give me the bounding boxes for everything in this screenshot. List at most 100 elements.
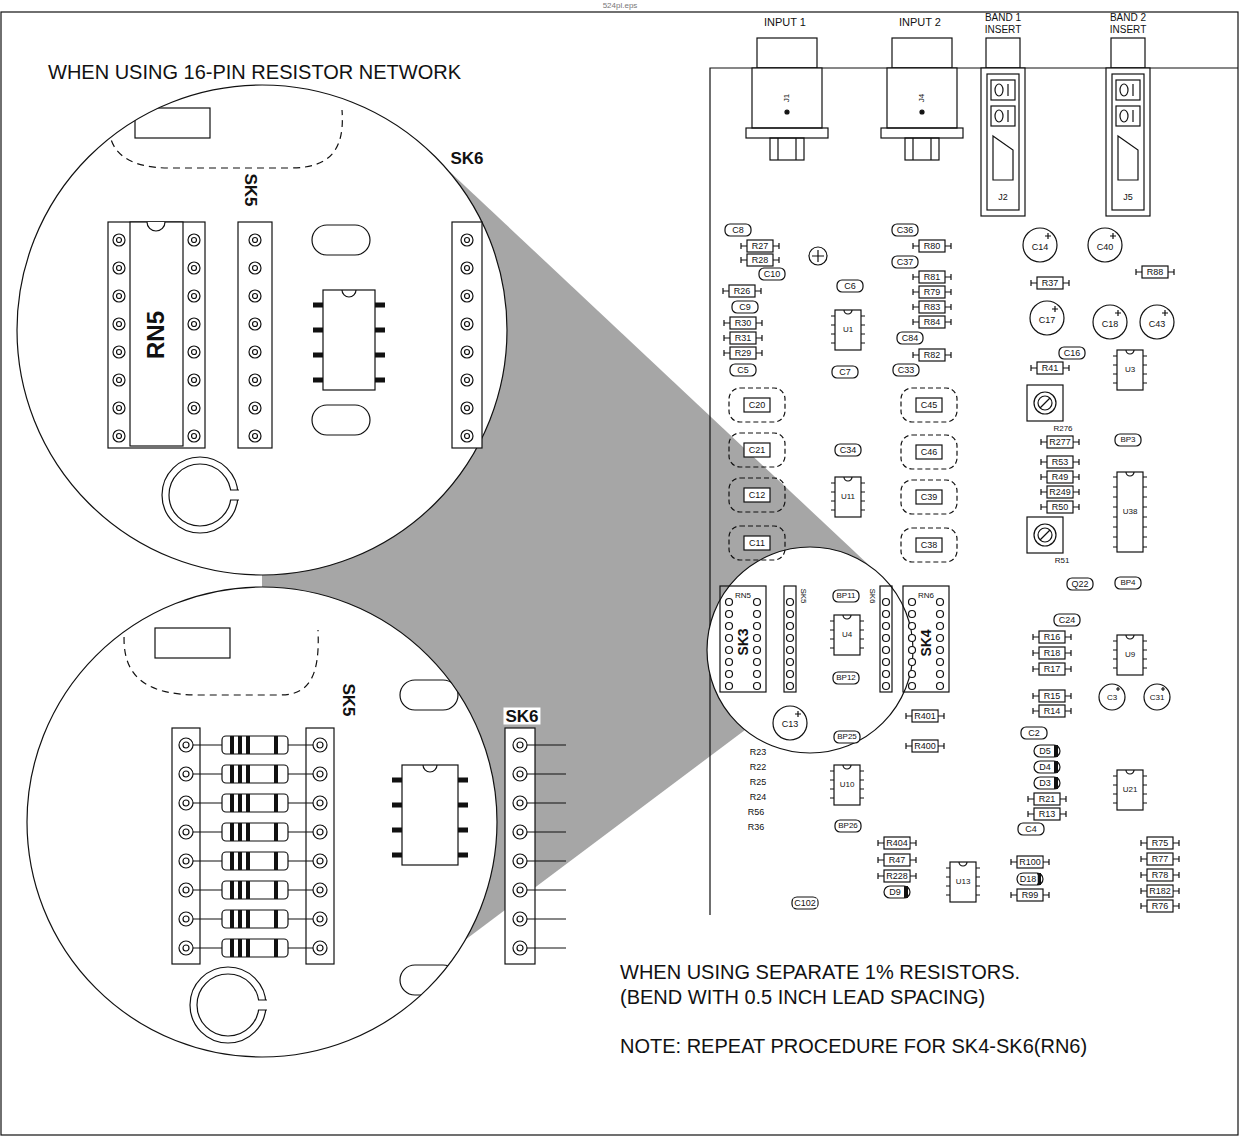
resistor-zoom bbox=[179, 736, 327, 754]
part-label: C84 bbox=[901, 334, 920, 343]
network-zoom bbox=[312, 225, 370, 255]
part-label: U4 bbox=[841, 631, 853, 639]
component-outline bbox=[724, 332, 762, 344]
component-outline bbox=[901, 528, 957, 562]
note-text: WHEN USING SEPARATE 1% RESISTORS. bbox=[620, 962, 1020, 982]
jack-connector bbox=[993, 136, 1013, 180]
network-zoom bbox=[135, 108, 210, 138]
connector-label: INSERT bbox=[1110, 25, 1147, 35]
jack-connector bbox=[995, 110, 1003, 122]
jack-connector bbox=[1132, 110, 1133, 122]
network-zoom bbox=[342, 290, 356, 297]
part-label: U1 bbox=[842, 326, 854, 334]
part-label: U3 bbox=[1124, 366, 1136, 374]
part-label: C102 bbox=[793, 899, 817, 908]
connector-label: INSERT bbox=[985, 25, 1022, 35]
socket-zoom bbox=[513, 854, 566, 868]
socket-zoom bbox=[513, 767, 566, 781]
part-label: R400 bbox=[913, 742, 937, 751]
component-outline bbox=[1027, 517, 1063, 553]
part-label: RN6 bbox=[917, 592, 935, 600]
component-outline bbox=[723, 224, 1179, 912]
part-label: R31 bbox=[734, 334, 753, 343]
bnc-connector bbox=[770, 138, 804, 160]
component-outline bbox=[1140, 305, 1174, 339]
component-outline bbox=[729, 433, 785, 467]
socket-footprint bbox=[883, 599, 890, 690]
socket-label: SK4 bbox=[919, 629, 933, 656]
resistor-zoom bbox=[172, 728, 200, 964]
network-zoom bbox=[109, 105, 342, 168]
part-label: BP3 bbox=[1119, 436, 1136, 444]
socket-zoom bbox=[513, 912, 566, 926]
part-label: R99 bbox=[1021, 891, 1040, 900]
component-outline bbox=[732, 301, 758, 313]
component-outline bbox=[913, 286, 951, 298]
resistor-zoom bbox=[179, 881, 327, 899]
socket-zoom bbox=[513, 738, 566, 752]
component-outline bbox=[893, 364, 919, 376]
part-label: C14 bbox=[1031, 243, 1050, 252]
socket-zoom bbox=[452, 222, 482, 448]
socket-zoom bbox=[452, 222, 482, 448]
part-label: R78 bbox=[1151, 871, 1170, 880]
socket-label: SK5 bbox=[340, 681, 357, 718]
bnc-connector bbox=[887, 68, 957, 128]
zoom-circle bbox=[27, 587, 497, 1057]
socket-footprint bbox=[754, 599, 761, 690]
part-label: R249 bbox=[1048, 488, 1072, 497]
component-outline bbox=[741, 254, 779, 266]
part-label: C40 bbox=[1096, 243, 1115, 252]
component-outline bbox=[1021, 727, 1047, 739]
socket-label: SK5 bbox=[242, 171, 259, 208]
resistor-zoom bbox=[179, 823, 327, 841]
part-label: C34 bbox=[839, 446, 858, 455]
part-label: R49 bbox=[1051, 473, 1070, 482]
socket-label: RN5 bbox=[144, 309, 168, 361]
network-zoom bbox=[229, 490, 240, 500]
part-label: R36 bbox=[747, 823, 766, 832]
part-label: R88 bbox=[1146, 268, 1165, 277]
resistor-zoom bbox=[179, 852, 327, 870]
component-outline bbox=[730, 364, 756, 376]
part-label: R277 bbox=[1048, 438, 1072, 447]
resistor-zoom bbox=[400, 680, 458, 710]
component-outline bbox=[1041, 486, 1079, 498]
frame bbox=[1, 12, 1238, 1135]
socket-footprint bbox=[787, 599, 794, 690]
jack-connector bbox=[1112, 74, 1144, 210]
network-zoom bbox=[249, 234, 261, 442]
network-zoom bbox=[108, 222, 205, 448]
part-label: R56 bbox=[747, 808, 766, 817]
component-outline bbox=[1093, 305, 1127, 339]
resistor-zoom bbox=[257, 1000, 268, 1010]
network-zoom bbox=[130, 222, 183, 446]
part-label: C9 bbox=[738, 303, 752, 312]
resistor-zoom bbox=[258, 1000, 267, 1010]
connector-label: BAND 2 bbox=[1110, 13, 1146, 23]
note-text: (BEND WITH 0.5 INCH LEAD SPACING) bbox=[620, 987, 985, 1007]
component-outline bbox=[1141, 900, 1179, 912]
socket-zoom bbox=[513, 883, 566, 897]
socket-zoom bbox=[513, 825, 566, 839]
component-outline bbox=[1141, 837, 1179, 849]
part-label: BP26 bbox=[837, 822, 859, 830]
component-outline bbox=[913, 301, 951, 313]
part-label: R13 bbox=[1038, 810, 1057, 819]
component-outline bbox=[892, 256, 918, 268]
component-outline bbox=[1028, 793, 1066, 805]
bnc-connector bbox=[746, 38, 963, 160]
part-label: R51 bbox=[1054, 557, 1071, 565]
component-outline bbox=[830, 765, 864, 805]
part-label: C21 bbox=[748, 446, 767, 455]
part-label: R30 bbox=[734, 319, 753, 328]
network-zoom bbox=[147, 222, 165, 231]
bnc-connector bbox=[892, 38, 952, 68]
resistor-zoom bbox=[179, 794, 327, 812]
part-label: C31 bbox=[1149, 694, 1166, 702]
part-label: C12 bbox=[748, 491, 767, 500]
note-text: NOTE: REPEAT PROCEDURE FOR SK4-SK6(RN6) bbox=[620, 1036, 1087, 1056]
file-name: 524pl.eps bbox=[603, 2, 638, 10]
resistor-zoom bbox=[400, 965, 458, 995]
